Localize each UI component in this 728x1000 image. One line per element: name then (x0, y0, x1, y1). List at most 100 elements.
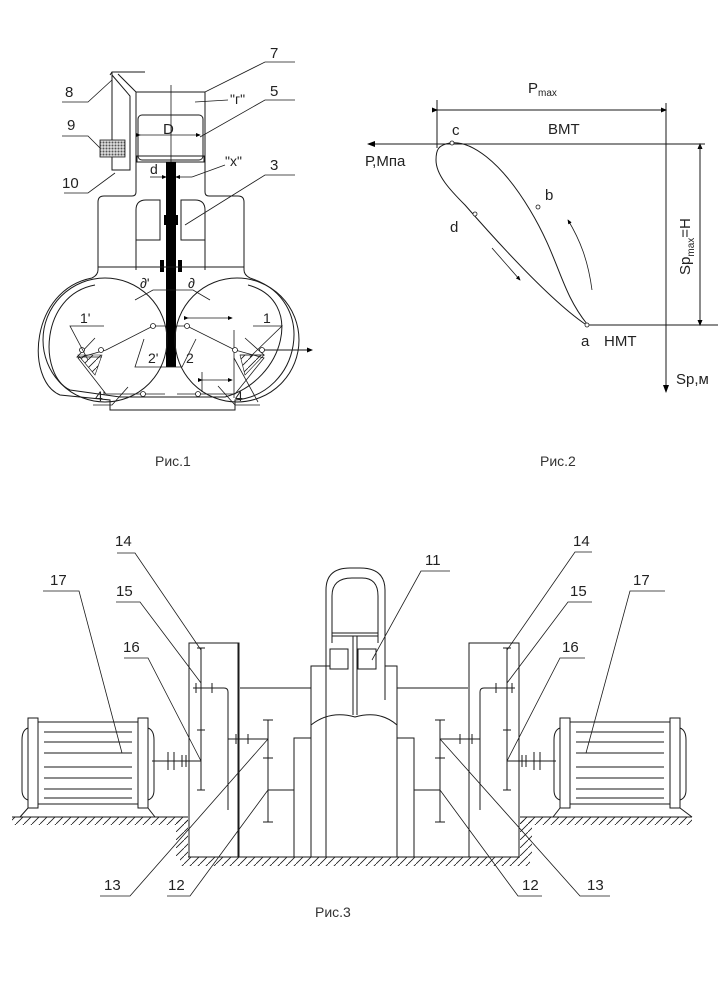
label-16-left: 16 (123, 639, 140, 656)
figure-1-mechanism: 7 "г" 5 8 9 10 D d "х" 3 ∂' ∂ 1' 1 2' 2 … (37, 45, 313, 469)
leader-3 (184, 174, 295, 226)
label-delta-left: ∂' (140, 275, 150, 291)
label-3: 3 (270, 157, 278, 174)
label-b: b (545, 187, 553, 204)
central-engine (325, 567, 386, 857)
leader-1p (69, 325, 104, 361)
couplings (167, 683, 541, 770)
leader-delta-left (134, 289, 175, 301)
label-2: 2 (186, 350, 194, 366)
label-spmax: Spmax=H (677, 218, 697, 275)
filter-9 (99, 139, 126, 158)
piston-5 (137, 114, 204, 161)
label-14-left: 14 (115, 533, 132, 550)
label-1: 1 (263, 310, 271, 326)
label-15-right: 15 (570, 583, 587, 600)
label-D: D (163, 121, 174, 138)
motor-left-fins (44, 731, 132, 799)
leader-14-right (506, 551, 592, 651)
leader-13-left (100, 738, 269, 897)
label-2p: 2' (148, 350, 158, 366)
label-5: 5 (270, 83, 278, 100)
label-15-left: 15 (116, 583, 133, 600)
label-7: 7 (270, 45, 278, 62)
leader-12-left (167, 789, 269, 897)
label-12-left: 12 (168, 877, 185, 894)
housing-right (204, 185, 251, 279)
label-4: 4 (235, 388, 243, 404)
leader-12-right (439, 789, 542, 897)
leader-10 (64, 172, 116, 194)
leader-9 (62, 135, 101, 149)
leader-15-right (506, 601, 592, 684)
point-d (472, 211, 478, 217)
motor-right-fins (576, 731, 664, 799)
label-16-right: 16 (562, 639, 579, 656)
gearbox-left (188, 642, 240, 858)
label-13-right: 13 (587, 877, 604, 894)
caption-fig3: Рис.3 (315, 904, 351, 920)
label-17-right: 17 (633, 572, 650, 589)
leader-4p (93, 386, 129, 406)
leader-4 (217, 385, 260, 406)
leader-8 (62, 79, 113, 103)
label-d: d (150, 161, 158, 177)
leader-2p (134, 338, 162, 368)
label-nmt: НМТ (604, 333, 637, 350)
piston-base (136, 155, 205, 163)
crankcase-outer (37, 277, 295, 411)
leader-15-left (116, 601, 202, 684)
label-8: 8 (65, 84, 73, 101)
motor-left (27, 717, 39, 809)
motor-right (559, 717, 571, 809)
point-b (535, 204, 541, 210)
label-4p: 4' (95, 388, 105, 404)
break-line (310, 714, 398, 726)
wheel-right (174, 277, 300, 403)
point-a (584, 322, 590, 328)
piston-rod (166, 162, 176, 367)
label-17-left: 17 (50, 572, 67, 589)
label-d-point: d (450, 219, 458, 236)
leader-17-left (43, 590, 123, 754)
label-g: "г" (230, 91, 245, 107)
label-pmax: Pmax (528, 80, 557, 99)
leader-14-left (117, 552, 202, 651)
cycle-curve (435, 142, 588, 325)
figure-2-indicator-diagram: Pmax ВМТ Р,Мпа c b d a НМТ Sp,м Spmax=H … (365, 80, 718, 469)
point-c (449, 140, 455, 146)
label-13-left: 13 (104, 877, 121, 894)
leader-17-right (585, 590, 665, 754)
leader-13-right (439, 738, 610, 897)
flow-arrow-up (567, 219, 593, 291)
bracket-8 (109, 71, 145, 171)
label-a: a (581, 333, 590, 350)
label-p-axis: Р,Мпа (365, 153, 406, 170)
label-vmt: ВМТ (548, 121, 580, 138)
flow-arrow-down (491, 247, 521, 281)
gearbox-right (468, 642, 520, 858)
leader-1 (249, 325, 283, 358)
bracket-edge (117, 73, 138, 93)
leader-16-left (124, 657, 202, 762)
wheel-left (42, 277, 168, 403)
leader-7 (204, 61, 295, 93)
housing-left (91, 185, 137, 279)
label-9: 9 (67, 117, 75, 134)
label-c: c (452, 122, 460, 139)
leader-11 (371, 570, 450, 661)
label-14-right: 14 (573, 533, 590, 550)
label-1p: 1' (80, 310, 90, 326)
leader-x (191, 164, 226, 178)
label-delta-right: ∂ (188, 275, 195, 291)
caption-fig1: Рис.1 (155, 453, 191, 469)
crankcase-inner (48, 284, 283, 398)
figure-3-drive-layout: 11 14 15 16 17 13 12 14 15 16 17 13 12 Р… (12, 533, 693, 920)
label-10: 10 (62, 175, 79, 192)
label-11: 11 (425, 552, 441, 569)
label-12-right: 12 (522, 877, 539, 894)
caption-fig2: Рис.2 (540, 453, 576, 469)
leader-16-right (506, 657, 585, 762)
label-s-axis: Sp,м (676, 371, 709, 388)
